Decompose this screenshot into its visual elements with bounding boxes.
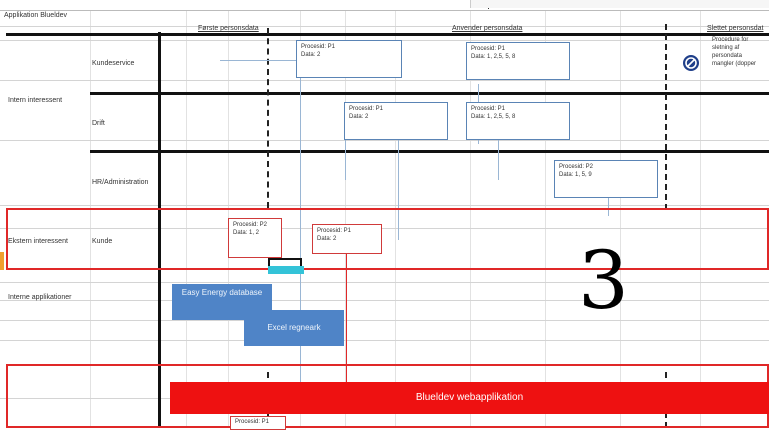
process-id: Procesid: P1 [471, 46, 506, 52]
sheet-title: Applikation Blueldev [4, 12, 68, 19]
column-header-delete: Slettet personsdat [707, 25, 764, 32]
group-label-external: Ekstern interessent [8, 238, 68, 245]
app-label: Easy Energy database [181, 288, 263, 297]
phase-separator [267, 28, 269, 208]
excel-spreadsheet[interactable]: Excel regneark [244, 310, 344, 346]
row-marker [0, 252, 4, 270]
grid-column-line [345, 10, 346, 428]
grid-row-line [0, 80, 769, 81]
process-data: Data: 1, 5, 9 [559, 172, 592, 178]
lane-label-drift: Drift [92, 120, 105, 127]
grid-row-line [0, 282, 769, 283]
process-id: Procesid: P2 [559, 164, 594, 170]
process-id: Procesid: P2 [233, 222, 268, 228]
connector-line [498, 140, 499, 180]
process-box[interactable]: Procesid: P2 Data: 1, 2 [228, 218, 282, 258]
process-box[interactable]: Procesid: P1 Data: 1, 2,5, 5, 8 [466, 102, 570, 140]
swimlane-top-border [6, 33, 769, 36]
deletion-note-line: sletning af [712, 45, 740, 51]
process-box[interactable]: Procesid: P2 Data: 1, 5, 9 [554, 160, 658, 198]
web-application-bar[interactable]: Blueldev webapplikation [170, 382, 769, 414]
grid-column-line [395, 10, 396, 428]
connector-line [608, 196, 609, 216]
process-id: Procesid: P1 [349, 106, 384, 112]
process-id: Procesid: P1 [301, 44, 336, 50]
deletion-note: Procedure for sletning af persondata man… [712, 36, 756, 68]
header-strip [470, 0, 769, 8]
grid-row-line [0, 10, 769, 11]
no-entry-icon [682, 54, 700, 72]
grid-row-line [0, 228, 769, 229]
deletion-note-line: Procedure for [712, 37, 749, 43]
process-id: Procesid: P1 [471, 106, 506, 112]
grid-column-line [186, 10, 187, 428]
lane-label-kunde: Kunde [92, 238, 113, 245]
grid-row-line [0, 205, 769, 206]
grid-row-line [0, 140, 769, 141]
app-label: Excel regneark [267, 323, 321, 332]
deletion-note-line: persondata [712, 53, 743, 59]
swimlane-border [90, 92, 769, 95]
grid-column-line [90, 10, 91, 428]
connector-line [300, 60, 301, 408]
grid-row-line [0, 26, 769, 27]
process-box[interactable]: Procesid: P1 Data: 2 [312, 224, 382, 254]
process-box[interactable]: Procesid: P1 Data: 2 [296, 40, 402, 78]
process-data: Data: 1, 2,5, 5, 8 [471, 114, 516, 120]
deletion-note-line: mangler (dopper [712, 61, 757, 67]
swimlane-border [90, 150, 769, 153]
column-header-use: Anvender personsdata [452, 25, 523, 32]
grid-column-line [470, 10, 471, 428]
grid-column-line [545, 10, 546, 428]
process-data: Data: 1, 2,5, 5, 8 [471, 54, 516, 60]
connector-line [398, 140, 399, 240]
grid-row-line [0, 340, 769, 341]
process-box[interactable]: Procesid: P1 Data: 1, 2,5, 5, 8 [466, 42, 570, 80]
process-id: Procesid: P1 [317, 228, 352, 234]
grid-column-line [620, 10, 621, 428]
lane-divider-vertical [158, 32, 161, 428]
process-data: Data: 2 [301, 52, 321, 58]
process-data: Data: 1, 2 [233, 230, 260, 236]
grid-row-line [0, 320, 769, 321]
red-connector [346, 254, 347, 382]
lane-label-kundeservice: Kundeservice [92, 60, 135, 67]
connector-line [220, 60, 300, 61]
group-label-applications: Interne applikationer [8, 294, 72, 301]
highlight-external-lane [6, 208, 769, 270]
app-label: Blueldev webapplikation [415, 392, 524, 403]
grid-column-line [700, 10, 701, 428]
process-data: Data: 2 [317, 236, 337, 242]
overlay-number: 3 [578, 234, 629, 327]
phase-separator [665, 24, 667, 210]
process-id: Procesid: P1 [235, 419, 270, 425]
connector-line [345, 120, 346, 180]
column-header-create: Første personsdata [198, 25, 259, 32]
group-label-internal: Intern interessent [8, 97, 63, 104]
process-box[interactable]: Procesid: P1 Data: 2 [344, 102, 448, 140]
process-data: Data: 2 [349, 114, 369, 120]
lane-label-hr: HR/Administration [92, 179, 149, 186]
grid-row-line [0, 300, 769, 301]
selection-fill [268, 266, 304, 274]
